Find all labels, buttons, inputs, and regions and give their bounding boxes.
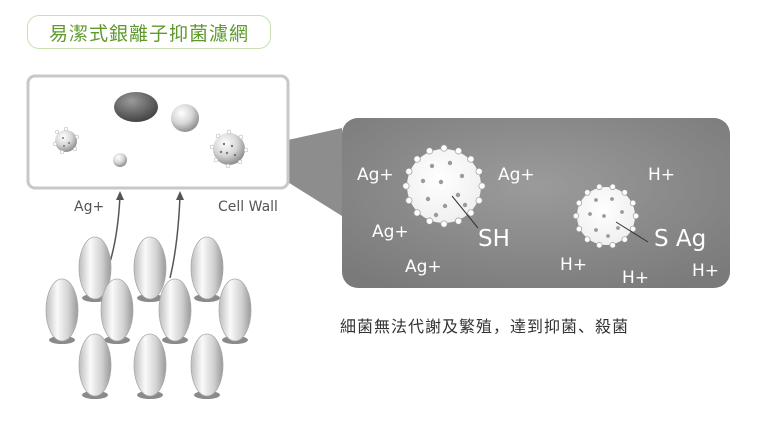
cell-spike	[467, 155, 475, 163]
spiky-bacterium-cell-wall	[209, 129, 249, 169]
cell-spike	[584, 189, 591, 196]
cell-spike	[572, 212, 580, 220]
spiky-bacterium-left	[52, 126, 80, 155]
sh-pointer-line	[451, 195, 479, 229]
cell-spike	[596, 183, 603, 190]
cell-spike	[475, 167, 483, 176]
particle-small	[113, 153, 127, 167]
ion-arrows	[109, 195, 181, 279]
cell-spike	[478, 182, 486, 190]
arrow-head-left	[116, 191, 124, 200]
cell-spike	[425, 147, 434, 155]
cell-spike	[632, 212, 640, 220]
cell-spike	[621, 236, 628, 243]
silver-ion-pill	[190, 236, 224, 300]
silver-ion-pill	[218, 278, 252, 342]
cell-spike	[440, 144, 448, 152]
silver-ion-pill	[78, 236, 112, 300]
ag-ion-4: Ag+	[405, 257, 442, 277]
cell-spike	[467, 209, 475, 217]
cell-spike	[609, 242, 616, 249]
cell-spike	[475, 196, 483, 205]
cell-spike	[629, 199, 637, 207]
h-ion-1: H+	[648, 165, 675, 185]
bacterium-sh	[402, 144, 486, 228]
cell-spike	[575, 199, 583, 207]
zoom-panel	[342, 118, 730, 288]
arrow-head-right	[176, 191, 184, 200]
cell-spike	[402, 182, 410, 190]
cell-spike	[584, 236, 591, 243]
cell-spike	[413, 155, 421, 163]
bacterium-sag	[572, 183, 640, 249]
cell-spike	[629, 225, 637, 233]
particle-medium	[171, 104, 199, 132]
cell-spike	[596, 242, 603, 249]
silver-ion-pills	[45, 236, 252, 399]
cell-spike	[405, 196, 413, 205]
ag-ion-3: Ag+	[372, 222, 409, 242]
ag-ion-label: Ag+	[74, 199, 104, 215]
cell-spike	[609, 183, 616, 190]
page-title: 易潔式銀離子抑菌濾網	[48, 22, 249, 45]
h-ion-2: H+	[560, 255, 587, 275]
sag-pointer-line	[615, 221, 649, 243]
silver-ion-pill	[190, 333, 224, 397]
cell-spike	[413, 209, 421, 217]
silver-ion-pill	[100, 278, 134, 342]
h-ion-4: H+	[692, 261, 719, 281]
sag-label: S Ag	[654, 226, 706, 252]
sh-label: SH	[478, 226, 510, 252]
cell-wall-label: Cell Wall	[218, 199, 278, 215]
caption-text: 細菌無法代謝及繁殖，達到抑菌、殺菌	[340, 317, 630, 336]
cell-spike	[575, 225, 583, 233]
ag-ion-1: Ag+	[357, 165, 394, 185]
ag-ion-2: Ag+	[498, 165, 535, 185]
cell-spike	[454, 217, 463, 225]
silver-ion-pill	[133, 333, 167, 397]
title-badge: 易潔式銀離子抑菌濾網	[27, 15, 271, 49]
h-ion-3: H+	[622, 268, 649, 288]
cell-spike	[405, 167, 413, 176]
cell-spike	[621, 189, 628, 196]
silver-ion-pill	[45, 278, 79, 342]
cell-spike	[454, 147, 463, 155]
dust-particle-large	[114, 92, 158, 122]
cell-spike	[440, 220, 448, 228]
silver-ion-pill	[158, 278, 192, 342]
cell-spike	[425, 217, 434, 225]
silver-ion-pill	[133, 236, 167, 300]
silver-ion-pill	[78, 333, 112, 397]
